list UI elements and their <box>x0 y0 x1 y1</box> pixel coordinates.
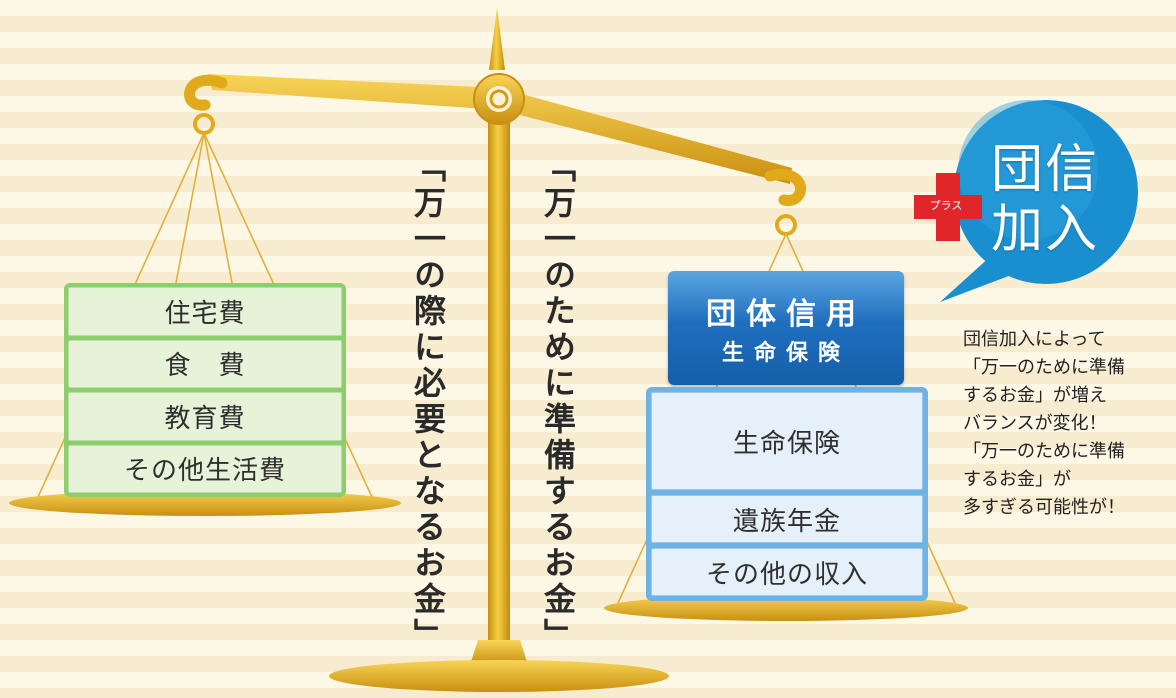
expense-other-living: その他生活費 <box>68 444 342 493</box>
plus-icon <box>914 173 982 241</box>
right-income-stack: 生命保険 遺族年金 その他の収入 <box>646 387 928 601</box>
plus-label: プラス <box>929 199 963 212</box>
income-other: その他の収入 <box>651 548 923 597</box>
need-money-label: 「万一の際に必要となるお金」 <box>409 150 447 654</box>
scale-base-neck <box>470 640 528 665</box>
explanation-note: 団信加入によって 「万一のために準備 するお金」が増え バランスが変化！ 「万一… <box>963 329 1125 518</box>
right-ring <box>775 214 797 236</box>
left-expense-stack: 住宅費 食 費 教育費 その他生活費 <box>64 283 346 497</box>
bubble-text: 団信 加入 <box>980 140 1110 260</box>
bubble-line1: 団信 <box>990 140 1099 200</box>
expense-housing: 住宅費 <box>68 287 342 336</box>
group-title-line1: 団体信用 <box>706 297 866 332</box>
right-pan <box>604 595 968 621</box>
income-survivor-pension: 遺族年金 <box>651 495 923 544</box>
bubble-line2: 加入 <box>990 200 1099 260</box>
scale-pillar <box>488 120 510 650</box>
left-hook <box>184 74 228 111</box>
scale-top-spike <box>489 8 505 70</box>
prepare-money-label: 「万一のために準備するお金」 <box>539 150 577 654</box>
group-title-line2: 生命保険 <box>721 340 850 366</box>
expense-food: 食 費 <box>68 339 342 388</box>
right-hook <box>764 168 806 206</box>
scale-base <box>329 660 669 692</box>
left-ring <box>193 113 215 135</box>
speech-bubble <box>954 100 1138 284</box>
group-credit-life-insurance-box: 団体信用 生命保険 <box>668 271 904 385</box>
expense-education: 教育費 <box>68 392 342 441</box>
income-life-insurance: 生命保険 <box>651 392 923 491</box>
